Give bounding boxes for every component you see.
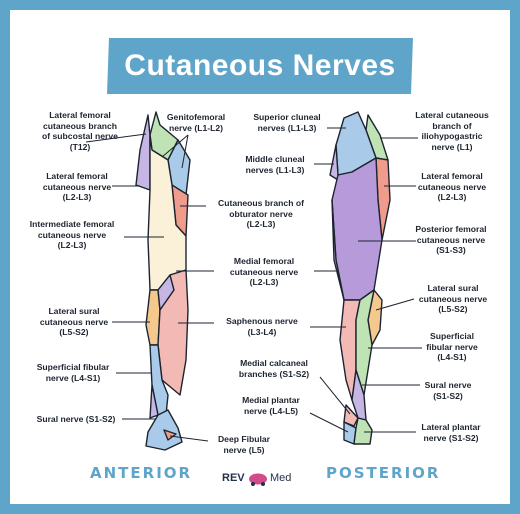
label-sural-ant: Sural nerve (S1-S2) xyxy=(36,414,116,424)
logo-mark-icon xyxy=(249,473,267,486)
revmed-logo: REV Med xyxy=(222,470,292,488)
label-sural-post: Sural nerve(S1-S2) xyxy=(424,380,472,401)
pointer-genitofemoral-1 xyxy=(161,134,189,158)
pointer-medial-plantar xyxy=(309,412,349,433)
logo-med-text: Med xyxy=(270,472,292,484)
pointer-lines xyxy=(85,127,422,442)
ant-region-sural xyxy=(149,384,159,419)
ant-region-saphenous xyxy=(157,269,189,396)
posterior-view-label: POSTERIOR xyxy=(326,464,441,482)
pointer-genitofemoral-2 xyxy=(181,134,189,169)
label-saphenous: Saphenous nerve(L3-L4) xyxy=(226,316,298,337)
post-region-superficial-fibular xyxy=(355,289,375,396)
pointer-deep-fibular xyxy=(169,435,209,442)
posterior-leg xyxy=(329,111,391,445)
pointer-medial-calcaneal xyxy=(319,376,351,415)
post-region-lateral-plantar xyxy=(353,417,373,445)
pointer-lat-sural-post xyxy=(375,298,415,311)
pointer-lat-fem-subcostal xyxy=(85,133,147,143)
post-region-middle-cluneal xyxy=(329,144,339,181)
anterior-view-label: ANTERIOR xyxy=(90,464,193,482)
ant-region-lateral-femoral xyxy=(135,114,151,191)
logo-rev-text: REV xyxy=(222,472,245,484)
page-title: Cutaneous Nerves xyxy=(124,49,396,82)
ant-region-deep-fibular xyxy=(163,429,177,441)
anterior-leg xyxy=(135,111,191,451)
